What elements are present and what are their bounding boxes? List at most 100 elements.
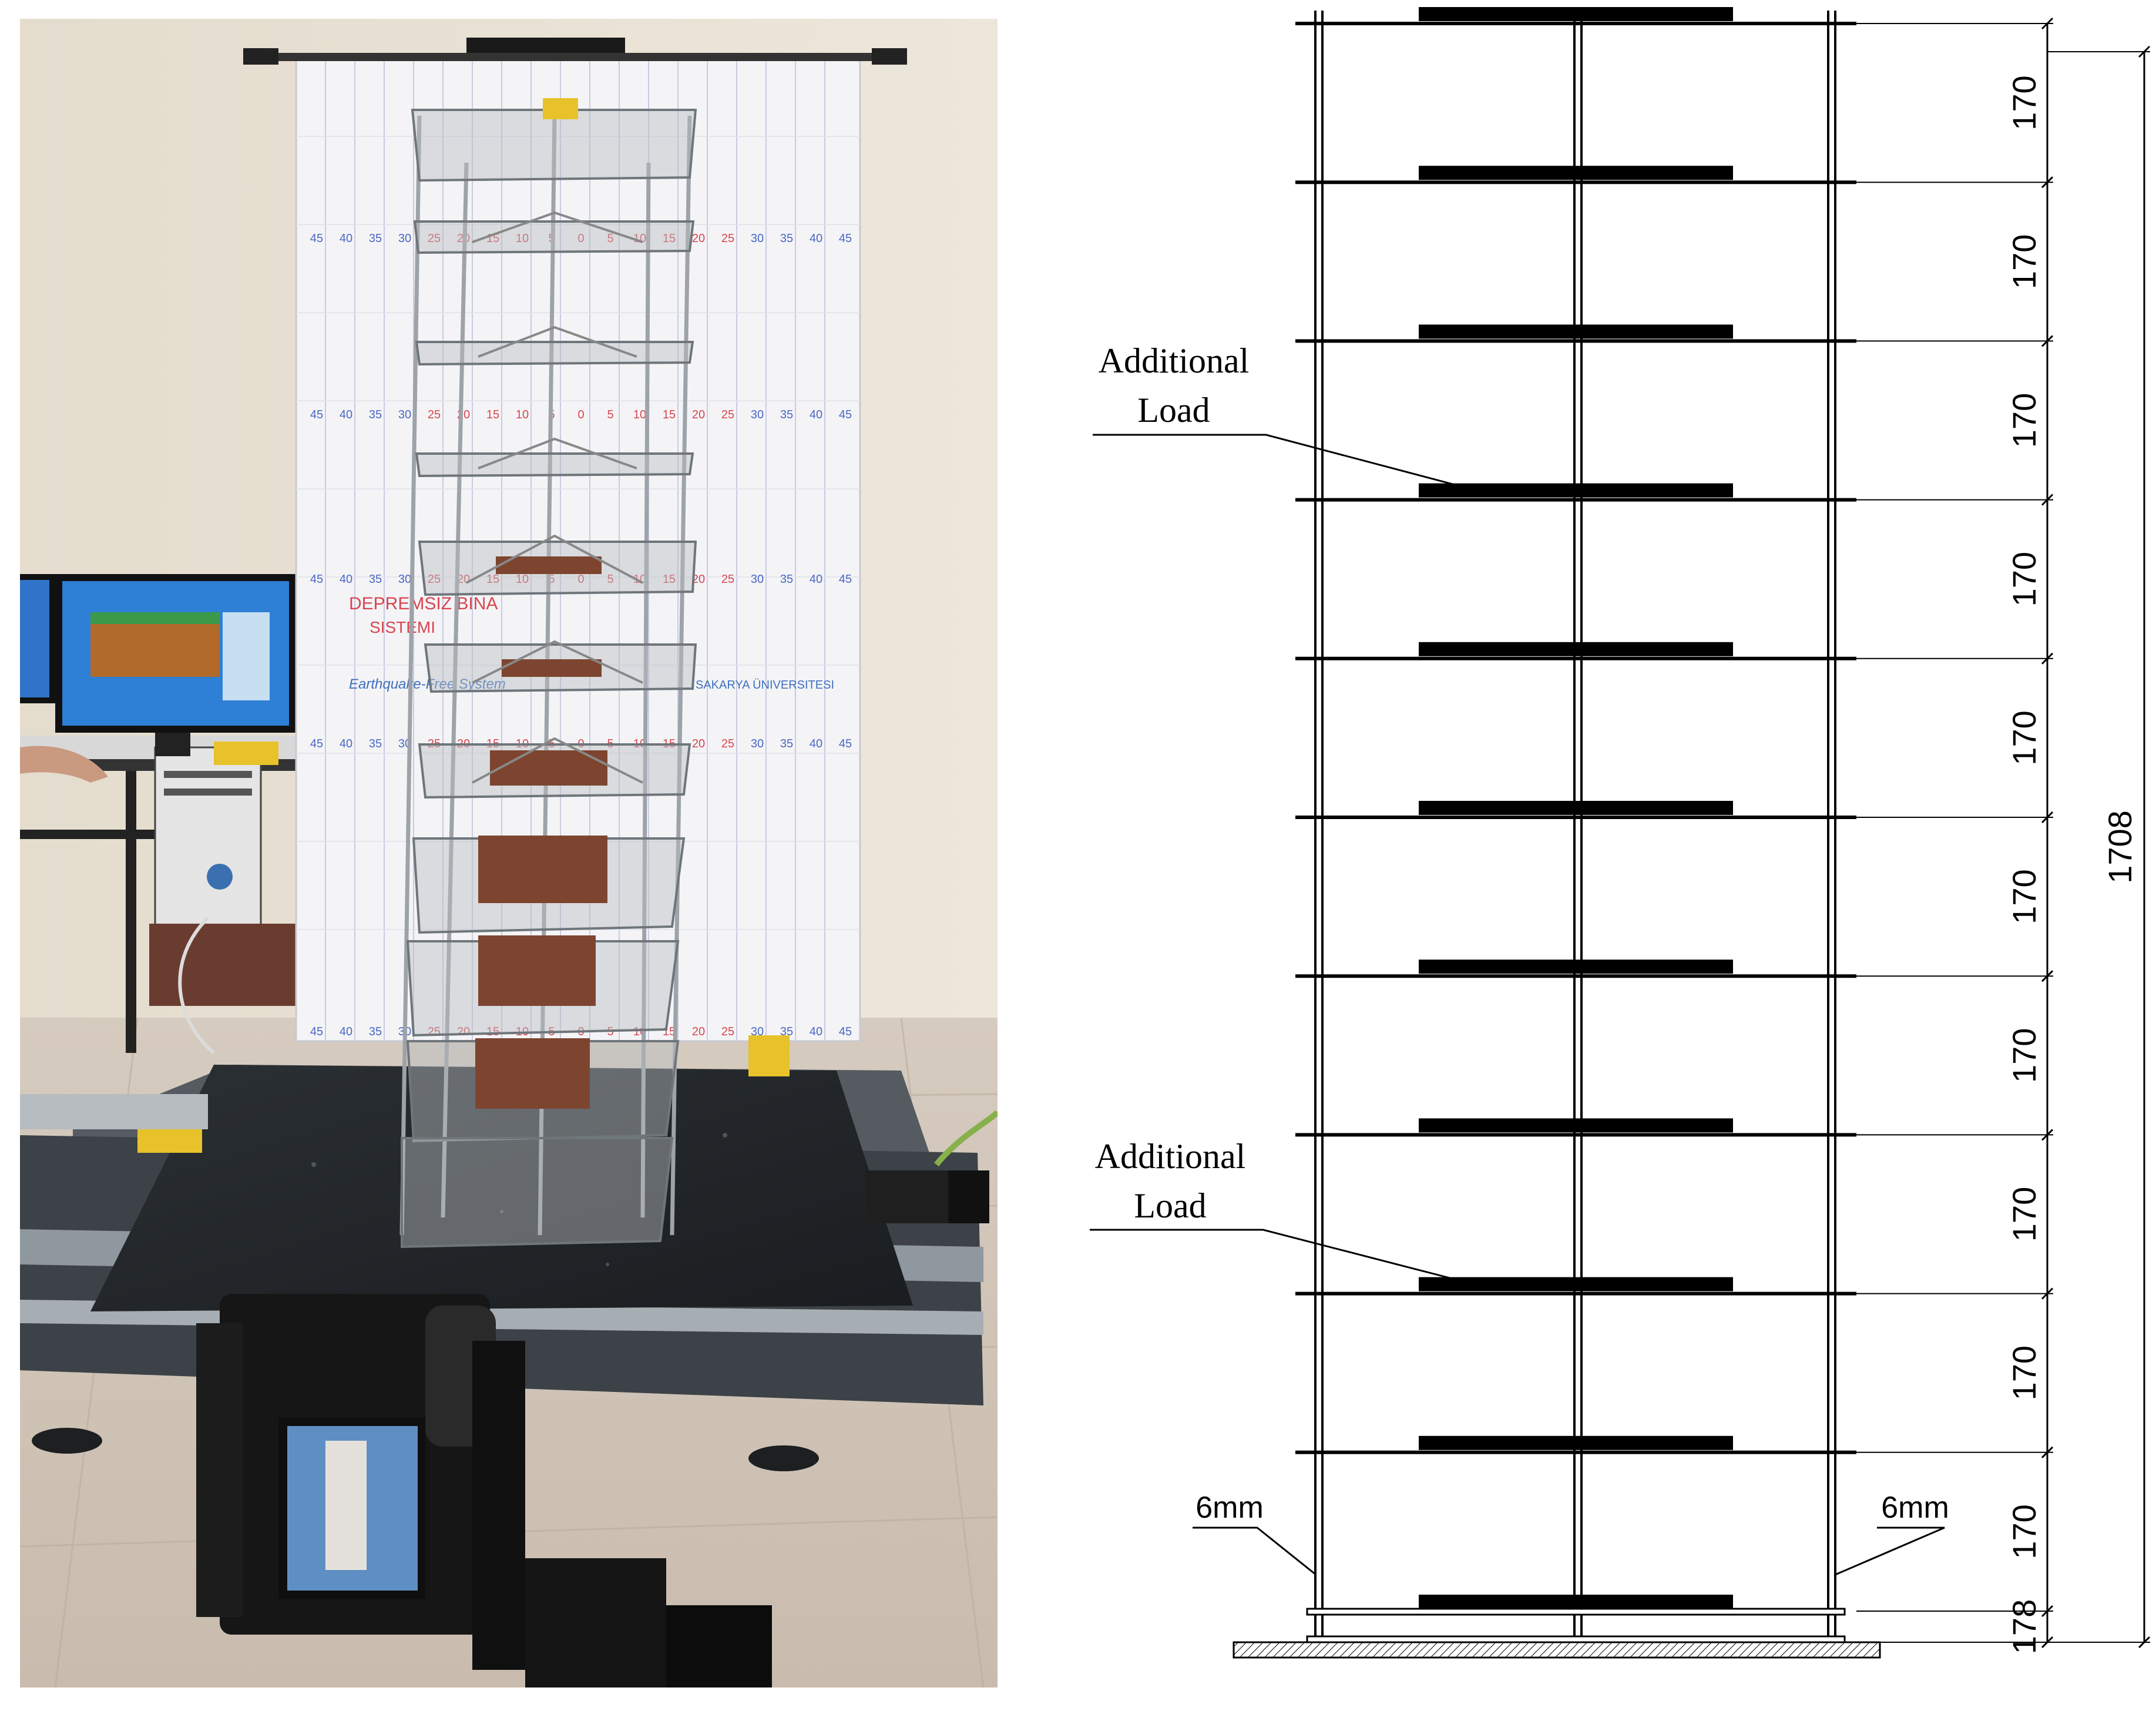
scale-number: 25 xyxy=(721,1025,734,1038)
scale-number: 45 xyxy=(310,573,323,586)
scale-number: 45 xyxy=(310,232,323,245)
story-height-label: 170 xyxy=(2006,1187,2043,1242)
scale-number: 5 xyxy=(607,408,613,421)
banner-university: SAKARYA ÜNIVERSITESI xyxy=(696,679,834,692)
load-plate xyxy=(1419,7,1733,21)
load-plate xyxy=(1419,801,1733,815)
dimension-tick xyxy=(2138,45,2151,58)
scale-number: 40 xyxy=(810,1025,822,1038)
load-plate xyxy=(1419,642,1733,656)
building-model xyxy=(399,98,697,1249)
scale-number: 40 xyxy=(810,232,822,245)
base-plate xyxy=(1306,1635,1846,1643)
additional-load-lower-line1: Additional xyxy=(1095,1137,1246,1176)
camera xyxy=(196,1294,772,1687)
scale-number: 35 xyxy=(369,232,382,245)
additional-load-upper-line1: Additional xyxy=(1099,341,1250,380)
scale-number: 10 xyxy=(516,573,529,586)
scale-number: 30 xyxy=(751,408,764,421)
banner-title: DEPREMSIZ BINA xyxy=(349,594,498,613)
computer-desk xyxy=(20,574,314,1053)
scale-number: 25 xyxy=(721,232,734,245)
scale-number: 5 xyxy=(548,573,555,586)
scale-number: 30 xyxy=(398,408,411,421)
scale-number: 10 xyxy=(516,232,529,245)
scale-number: 40 xyxy=(810,573,822,586)
column-size-left-leader xyxy=(1193,1527,1317,1576)
story-height-label: 170 xyxy=(2006,234,2043,289)
scale-number: 25 xyxy=(428,573,441,586)
dimension-tick xyxy=(2041,1129,2054,1141)
scale-number: 35 xyxy=(780,573,793,586)
story-height-label: 170 xyxy=(2006,1028,2043,1083)
scale-number: 5 xyxy=(607,232,613,245)
load-plate xyxy=(1419,1595,1733,1609)
dimension-tick xyxy=(2041,1605,2054,1618)
scale-number: 10 xyxy=(516,408,529,421)
scale-number: 10 xyxy=(633,408,646,421)
dimension-tick xyxy=(2041,1446,2054,1458)
additional-load-upper-line2: Load xyxy=(1137,391,1210,430)
additional-load-upper-leader xyxy=(1093,434,1455,486)
total-height-label: 1708 xyxy=(2101,810,2138,884)
story-height-label: 170 xyxy=(2006,710,2043,765)
top-bar-block xyxy=(466,38,625,54)
scale-number: 0 xyxy=(577,573,584,586)
scale-number: 45 xyxy=(839,573,852,586)
scale-number: 35 xyxy=(780,408,793,421)
dimension-tick xyxy=(2041,970,2054,982)
table-top xyxy=(90,1065,913,1311)
story-height-label: 170 xyxy=(2006,869,2043,924)
test-setup-photo: 45 40 35 30 25 20 15 10 5 0 5 10 15 20 25 30 35 40 45 45 40… xyxy=(20,19,998,1687)
load-plate xyxy=(1419,1277,1733,1291)
scale-number: 15 xyxy=(663,573,676,586)
hand xyxy=(20,746,108,783)
scale-number: 45 xyxy=(839,408,852,421)
scale-number: 0 xyxy=(577,232,584,245)
scale-number: 30 xyxy=(398,573,411,586)
column-size-right: 6mm xyxy=(1881,1491,1949,1525)
scale-number: 25 xyxy=(721,737,734,750)
scale-number: 20 xyxy=(692,573,705,586)
scale-number: 25 xyxy=(721,573,734,586)
scale-number: 10 xyxy=(633,232,646,245)
sensor-box-right xyxy=(748,1035,790,1076)
additional-load-lower-line2: Load xyxy=(1134,1186,1206,1225)
dimension-tick xyxy=(2041,335,2054,347)
dimension-tick xyxy=(2041,811,2054,824)
load-plate xyxy=(1419,1435,1733,1450)
scale-number: 30 xyxy=(751,737,764,750)
scale-number: 40 xyxy=(810,408,822,421)
story-height-label: 170 xyxy=(2006,1504,2043,1559)
scale-number: 40 xyxy=(340,232,352,245)
scale-number: 30 xyxy=(751,232,764,245)
scale-number: 15 xyxy=(486,573,499,586)
scale-number: 20 xyxy=(692,737,705,750)
scale-number: 45 xyxy=(839,737,852,750)
scale-number: 40 xyxy=(340,408,352,421)
photo-panel: 45 40 35 30 25 20 15 10 5 0 5 10 15 20 25 30 35 40 45 45 40… xyxy=(20,19,998,1687)
story-height-label: 170 xyxy=(2006,75,2043,130)
dimension-tick xyxy=(2041,1287,2054,1300)
ground-hatch xyxy=(1233,1641,1881,1659)
scale-number: 45 xyxy=(310,1025,323,1038)
banner-subtitle: SISTEMI xyxy=(370,618,435,636)
scale-number: 20 xyxy=(692,408,705,421)
scale-number: 20 xyxy=(692,232,705,245)
sensor-top xyxy=(543,98,578,119)
scale-number: 25 xyxy=(721,408,734,421)
scale-number: 5 xyxy=(607,573,613,586)
scale-number: 20 xyxy=(692,1025,705,1038)
scale-number: 15 xyxy=(663,408,676,421)
motor xyxy=(866,1170,948,1223)
dimension-tick xyxy=(2138,1636,2151,1649)
scale-number: 35 xyxy=(369,408,382,421)
load-plate xyxy=(1419,959,1733,974)
scale-number: 10 xyxy=(633,573,646,586)
scale-number: 0 xyxy=(577,408,584,421)
dimension-tick xyxy=(2041,494,2054,506)
scale-number: 45 xyxy=(839,1025,852,1038)
